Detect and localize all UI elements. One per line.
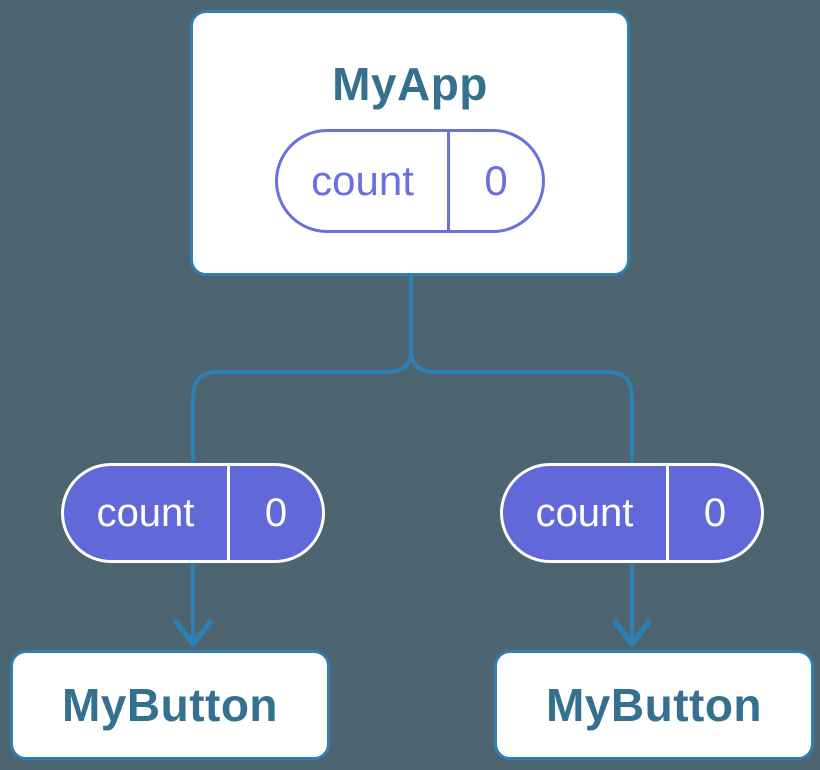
state-pill-label: count (278, 132, 450, 230)
connector-branch-right (409, 350, 634, 644)
prop-pill-label: count (503, 466, 669, 560)
child-component-title: MyButton (61, 679, 279, 731)
connector-branch-left (191, 350, 413, 644)
child-component-title: MyButton (545, 679, 763, 731)
arrow-down-icon (612, 619, 652, 647)
root-component-title: MyApp (332, 58, 488, 110)
prop-pill-left: count 0 (61, 463, 325, 563)
child-component-node-left: MyButton (10, 650, 330, 760)
prop-pill-value: 0 (264, 490, 288, 535)
root-state-pill: count 0 (275, 129, 545, 233)
prop-pill-label: count (64, 466, 230, 560)
state-pill-value: 0 (484, 157, 508, 204)
prop-pill-right: count 0 (500, 463, 764, 563)
prop-pill-value: 0 (703, 490, 727, 535)
root-component-node: MyApp count 0 (190, 10, 630, 276)
arrow-down-icon (173, 619, 213, 647)
child-component-node-right: MyButton (494, 650, 814, 760)
